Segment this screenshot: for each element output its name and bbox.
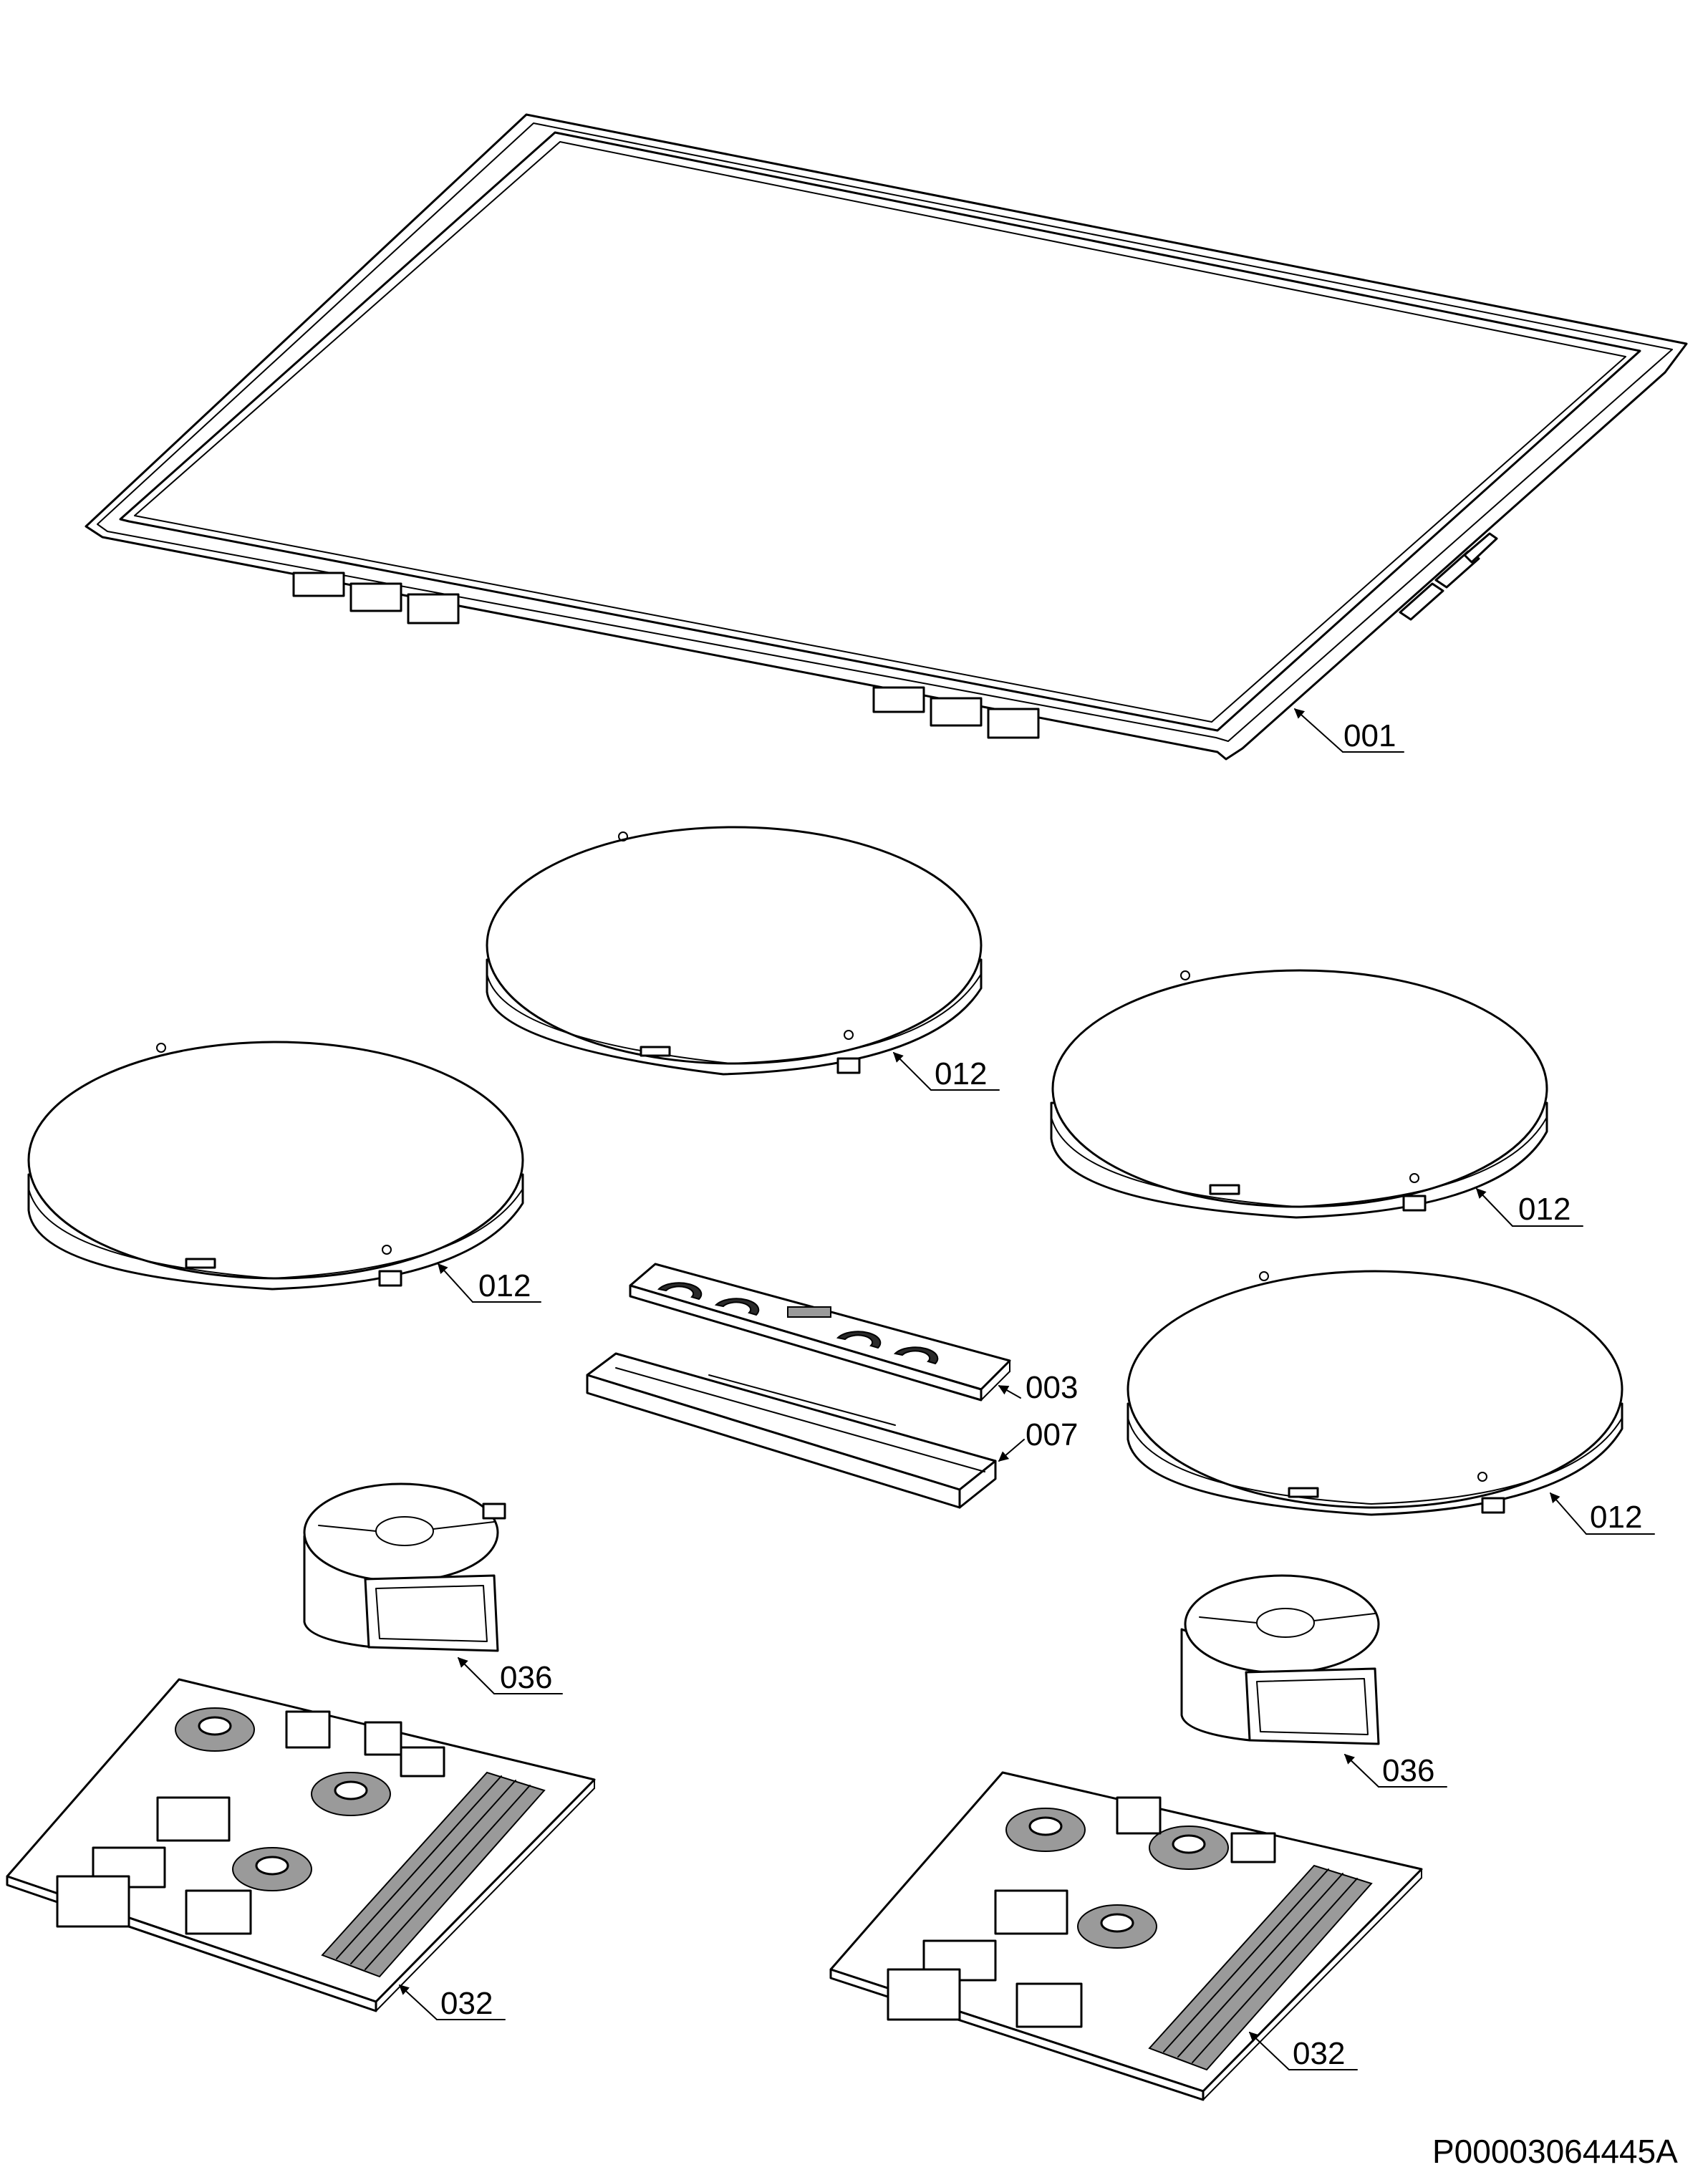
label-032-left: 032 [440, 1986, 493, 2021]
leader-012-rear-left [893, 1052, 1000, 1091]
leader-036-right [1343, 1754, 1447, 1788]
leader-003 [998, 1385, 1021, 1399]
leader-012-front-right [1550, 1492, 1655, 1535]
leader-007 [998, 1439, 1025, 1462]
leader-012-rear-right [1476, 1187, 1583, 1227]
leader-001 [1293, 708, 1404, 753]
control-board [629, 1263, 1011, 1402]
leader-012-front-left [438, 1263, 541, 1303]
power-board-right [829, 1771, 1423, 2101]
label-012-front-right: 012 [1590, 1500, 1642, 1535]
cooling-fan-left [303, 1482, 506, 1652]
leader-032-right [1248, 2032, 1358, 2070]
induction-coil-rear-right [1050, 969, 1548, 1219]
label-007: 007 [1026, 1417, 1078, 1452]
label-001: 001 [1343, 718, 1396, 753]
power-board-left [6, 1678, 596, 2012]
label-012-rear-left: 012 [935, 1056, 987, 1091]
leader-032-left [398, 1984, 506, 2020]
key-carrier [586, 1352, 997, 1509]
glass-top-frame [85, 113, 1688, 761]
induction-coil-front-left [27, 1041, 524, 1291]
label-032-right: 032 [1293, 2036, 1345, 2071]
drawing-code: P00003064445A [1432, 2133, 1678, 2170]
induction-coil-rear-left [486, 826, 983, 1076]
label-036-right: 036 [1382, 1753, 1434, 1788]
label-003: 003 [1026, 1370, 1078, 1405]
cooling-fan-right [1180, 1574, 1380, 1745]
label-036-left: 036 [500, 1660, 552, 1695]
leader-036-left [458, 1657, 563, 1694]
label-012-front-left: 012 [478, 1268, 531, 1303]
label-012-rear-right: 012 [1518, 1192, 1571, 1227]
induction-coil-front-right [1126, 1270, 1623, 1516]
